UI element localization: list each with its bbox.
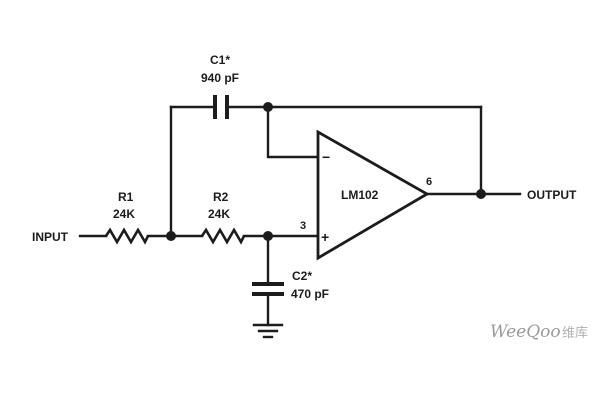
r1-value: 24K [113, 207, 135, 221]
inverting-input-wire [266, 105, 320, 159]
pin-6-label: 6 [426, 176, 432, 188]
c1-capacitor [213, 95, 229, 119]
watermark: WeeQoo 维库 [488, 318, 594, 344]
r2-value: 24K [208, 207, 230, 221]
r2-resistor [200, 227, 246, 245]
opamp-name: LM102 [341, 188, 379, 202]
opamp-noninverting-sign: + [321, 229, 329, 245]
r2-name: R2 [213, 190, 229, 204]
junction-node-output [476, 189, 486, 199]
watermark-brand: WeeQoo [490, 322, 561, 342]
junction-node-feedback [263, 102, 273, 112]
pin-3-label: 3 [300, 220, 306, 232]
watermark-suffix: 维库 [562, 325, 588, 341]
ground-symbol [252, 323, 284, 339]
c2-name: C2* [292, 269, 312, 283]
r1-name: R1 [118, 190, 134, 204]
op-amp [316, 129, 430, 261]
opamp-inverting-sign: − [322, 149, 330, 165]
output-label: OUTPUT [527, 188, 577, 202]
c1-value: 940 pF [201, 71, 239, 85]
r1-resistor [104, 227, 150, 245]
watermark-backdrop [488, 318, 594, 344]
c1-name: C1* [210, 53, 230, 67]
junction-node-noninverting [263, 231, 273, 241]
c2-value: 470 pF [291, 287, 329, 301]
junction-node-left [166, 231, 176, 241]
input-label: INPUT [32, 230, 69, 244]
c2-capacitor [252, 282, 284, 296]
